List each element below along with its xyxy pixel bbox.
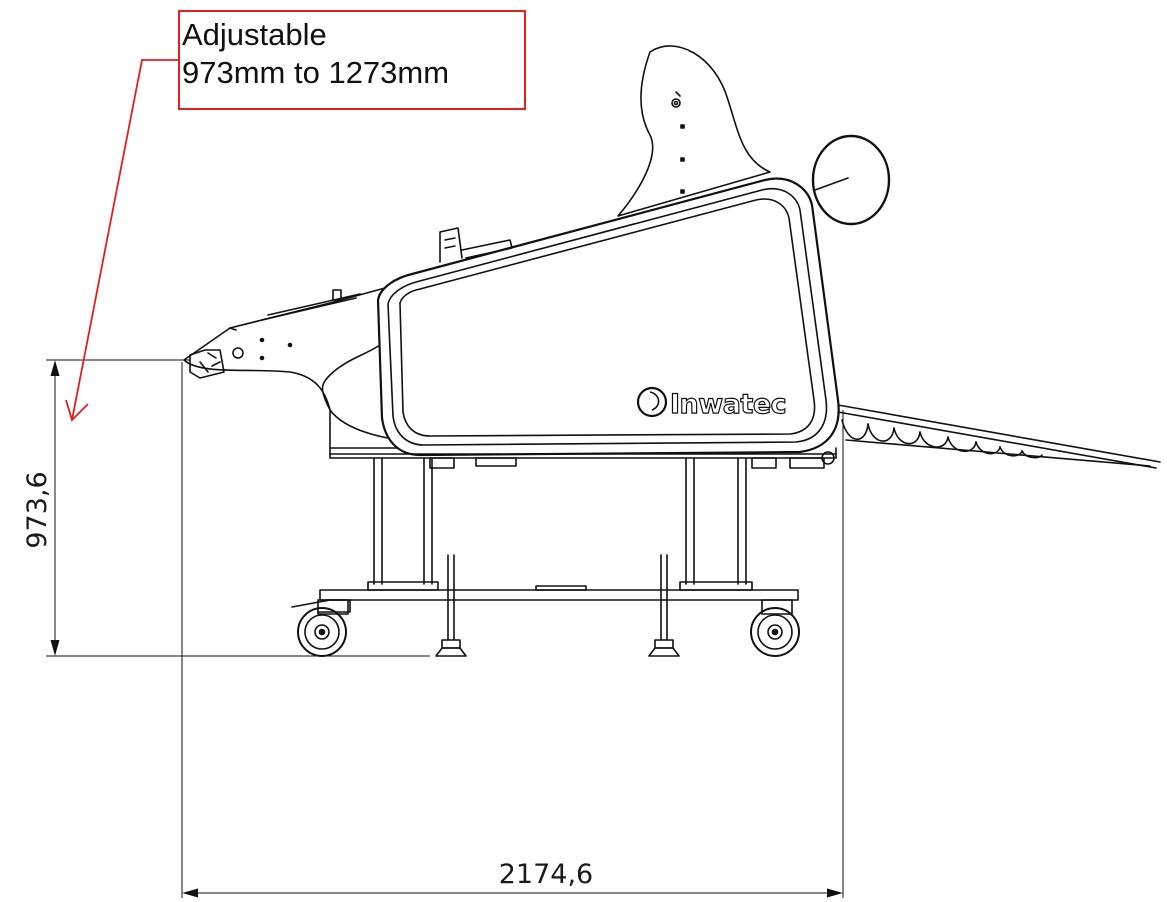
base-bracket — [475, 457, 517, 467]
height-dimension-label: 973,6 — [22, 471, 53, 548]
callout-line-1: Adjustable — [182, 17, 327, 52]
control-panel — [439, 227, 463, 263]
feeder-top-rail — [261, 297, 357, 321]
legs — [367, 457, 753, 591]
feeder-top-rail — [267, 293, 361, 316]
hood-mark — [675, 91, 681, 97]
castor-wheel-right — [750, 599, 800, 657]
hand-wheel-spoke — [814, 177, 849, 191]
output-conveyor — [837, 404, 1161, 469]
height-arrow-top — [50, 360, 60, 377]
hood-hole — [680, 189, 685, 194]
base-top-plate — [329, 447, 837, 459]
adjustable-height-callout: Adjustable 973mm to 1273mm — [178, 10, 526, 110]
base-knob — [821, 451, 835, 465]
brand-name: Inwatec — [670, 389, 786, 420]
control-bar — [461, 239, 513, 259]
lower-platform — [319, 589, 799, 601]
hood-bolt — [671, 98, 681, 108]
base-bracket — [789, 457, 825, 469]
hand-wheel — [811, 134, 891, 226]
feeder-dot — [259, 337, 265, 343]
length-dimension-label: 2174,6 — [499, 859, 593, 890]
control-panel-detail — [444, 237, 456, 249]
feeder-dot — [259, 355, 265, 361]
length-arrow-right — [826, 888, 843, 898]
logo-swirl — [649, 391, 660, 411]
feeder-knob — [332, 289, 342, 301]
dimension-lines — [46, 359, 844, 898]
base-bracket — [429, 457, 455, 469]
feeder-dot — [287, 342, 293, 348]
main-housing — [376, 177, 840, 457]
callout-leader — [65, 59, 178, 422]
feeder-edge — [229, 327, 237, 331]
height-arrow-bottom — [50, 639, 60, 656]
callout-line-2: 973mm to 1273mm — [182, 55, 450, 90]
hood-bolt-center — [673, 100, 679, 106]
levelling-feet — [435, 554, 680, 657]
circle-swirl-icon — [636, 386, 668, 418]
castor-wheel-left — [291, 599, 351, 657]
main-housing-panel — [399, 198, 816, 437]
hood-hole — [680, 124, 685, 129]
feeder-nozzle-detail — [199, 352, 221, 373]
hood-outline — [617, 45, 771, 217]
feeder-nozzle — [189, 349, 225, 379]
main-housing-inner — [387, 188, 828, 446]
callout-leader-line — [71, 59, 178, 421]
base-bracket — [751, 457, 777, 469]
brand-logo: Inwatec — [636, 386, 787, 421]
hood-hole — [680, 157, 685, 162]
feeder-bolt — [232, 347, 244, 359]
callout-leader-arrowhead — [65, 399, 89, 422]
feeder-outline — [183, 287, 441, 449]
length-arrow-left — [182, 888, 199, 898]
lower-platform-pad — [535, 585, 587, 591]
